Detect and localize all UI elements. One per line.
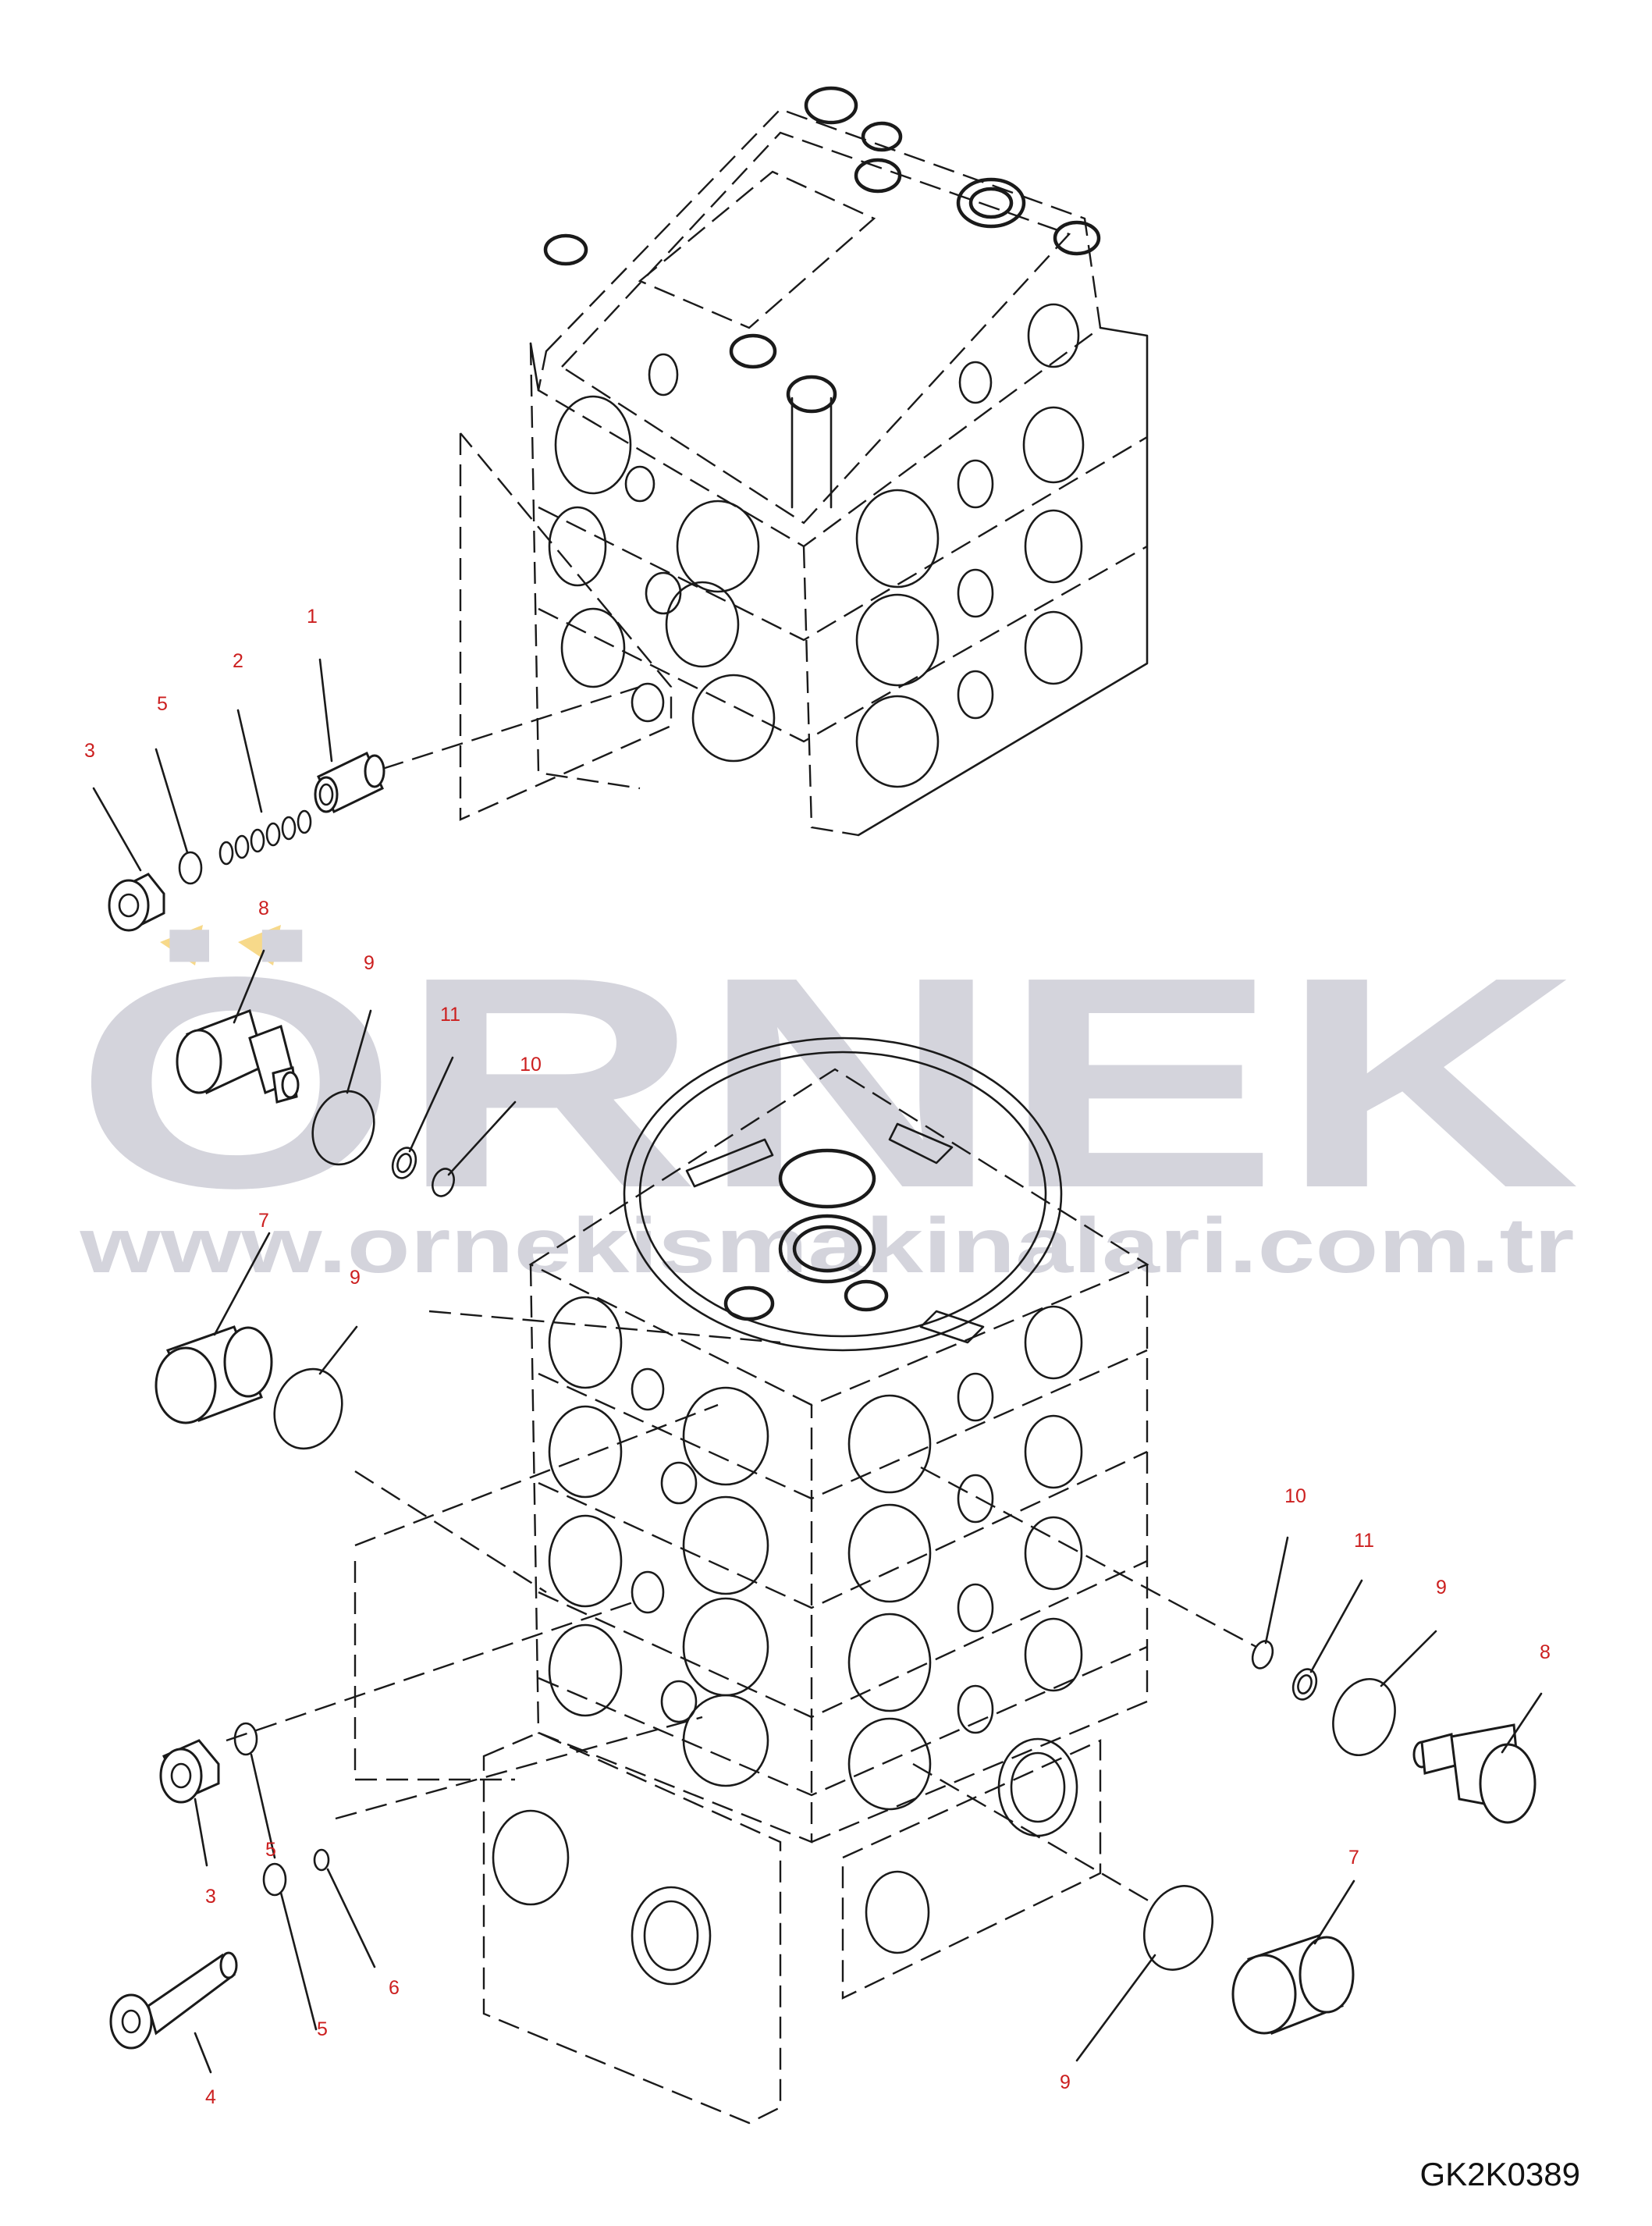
part-2-spring: [218, 809, 312, 866]
callout-10-left: 10: [520, 1054, 542, 1076]
callout-4: 4: [205, 2086, 216, 2108]
watermark-brand: ÖRNEK: [74, 914, 1580, 1250]
part-4-check-plug: [109, 1951, 238, 2050]
callout-5-lower-b: 5: [317, 2018, 328, 2040]
watermark-accent-right: [238, 925, 281, 965]
watermark-accent-left: [160, 925, 203, 965]
leader-lines: [92, 658, 1543, 2074]
upper-valve-section: [382, 86, 1149, 837]
watermark: ÖRNEK www.ornekismakinalari.com.tr: [74, 914, 1580, 1289]
callout-8-left: 8: [258, 898, 269, 919]
part-5-oring-lower-b: [262, 1862, 287, 1897]
callout-labels: 1 2 3 5 8 9 11 10 7 9 10 11 9 8 3 5 6 5 …: [84, 606, 1551, 2108]
part-9-oring-right-upper: [1332, 1677, 1396, 1757]
part-6-oring: [313, 1848, 330, 1872]
callout-9-right-lower: 9: [1060, 2071, 1071, 2093]
drawing-code: GK2K0389: [1420, 2156, 1581, 2192]
callout-11-right: 11: [1354, 1530, 1374, 1552]
callout-6: 6: [389, 1977, 400, 1999]
part-7-plug-right: [1231, 1934, 1355, 2035]
part-5-oring-lower-a: [233, 1722, 258, 1756]
part-8-relief-valve-left: [176, 1009, 300, 1104]
part-8-relief-valve-right: [1412, 1723, 1537, 1824]
callout-5-upper: 5: [157, 693, 168, 715]
part-10-oring-left: [432, 1168, 455, 1197]
lower-valve-section: [226, 1037, 1257, 2125]
part-9-oring-right-lower: [1142, 1885, 1214, 1971]
part-10-oring-right: [1251, 1640, 1274, 1670]
callout-7-left: 7: [258, 1210, 269, 1232]
part-5-oring-upper: [178, 851, 203, 885]
callout-10-right: 10: [1284, 1485, 1306, 1507]
part-11-backup-ring-right: [1291, 1668, 1318, 1701]
part-3-plug-lower: [159, 1739, 220, 1804]
part-9-oring-left-upper: [311, 1090, 375, 1166]
callout-5-lower-a: 5: [265, 1839, 276, 1861]
part-11-backup-ring-left: [391, 1147, 417, 1179]
callout-7-right: 7: [1348, 1847, 1359, 1869]
callout-11-left: 11: [440, 1004, 460, 1026]
callout-9-right-upper: 9: [1436, 1577, 1447, 1598]
callout-3-lower: 3: [205, 1886, 216, 1908]
callout-9-left-upper: 9: [364, 952, 375, 974]
part-3-plug-upper: [108, 873, 165, 932]
callout-3-upper: 3: [84, 740, 95, 762]
callout-9-left-lower: 9: [350, 1267, 361, 1289]
part-7-plug-left: [155, 1325, 273, 1424]
callout-1: 1: [307, 606, 318, 628]
part-1-sleeve: [314, 751, 385, 814]
part-9-oring-left-lower: [273, 1367, 343, 1450]
callout-8-right: 8: [1540, 1641, 1551, 1663]
callout-2: 2: [233, 650, 243, 672]
